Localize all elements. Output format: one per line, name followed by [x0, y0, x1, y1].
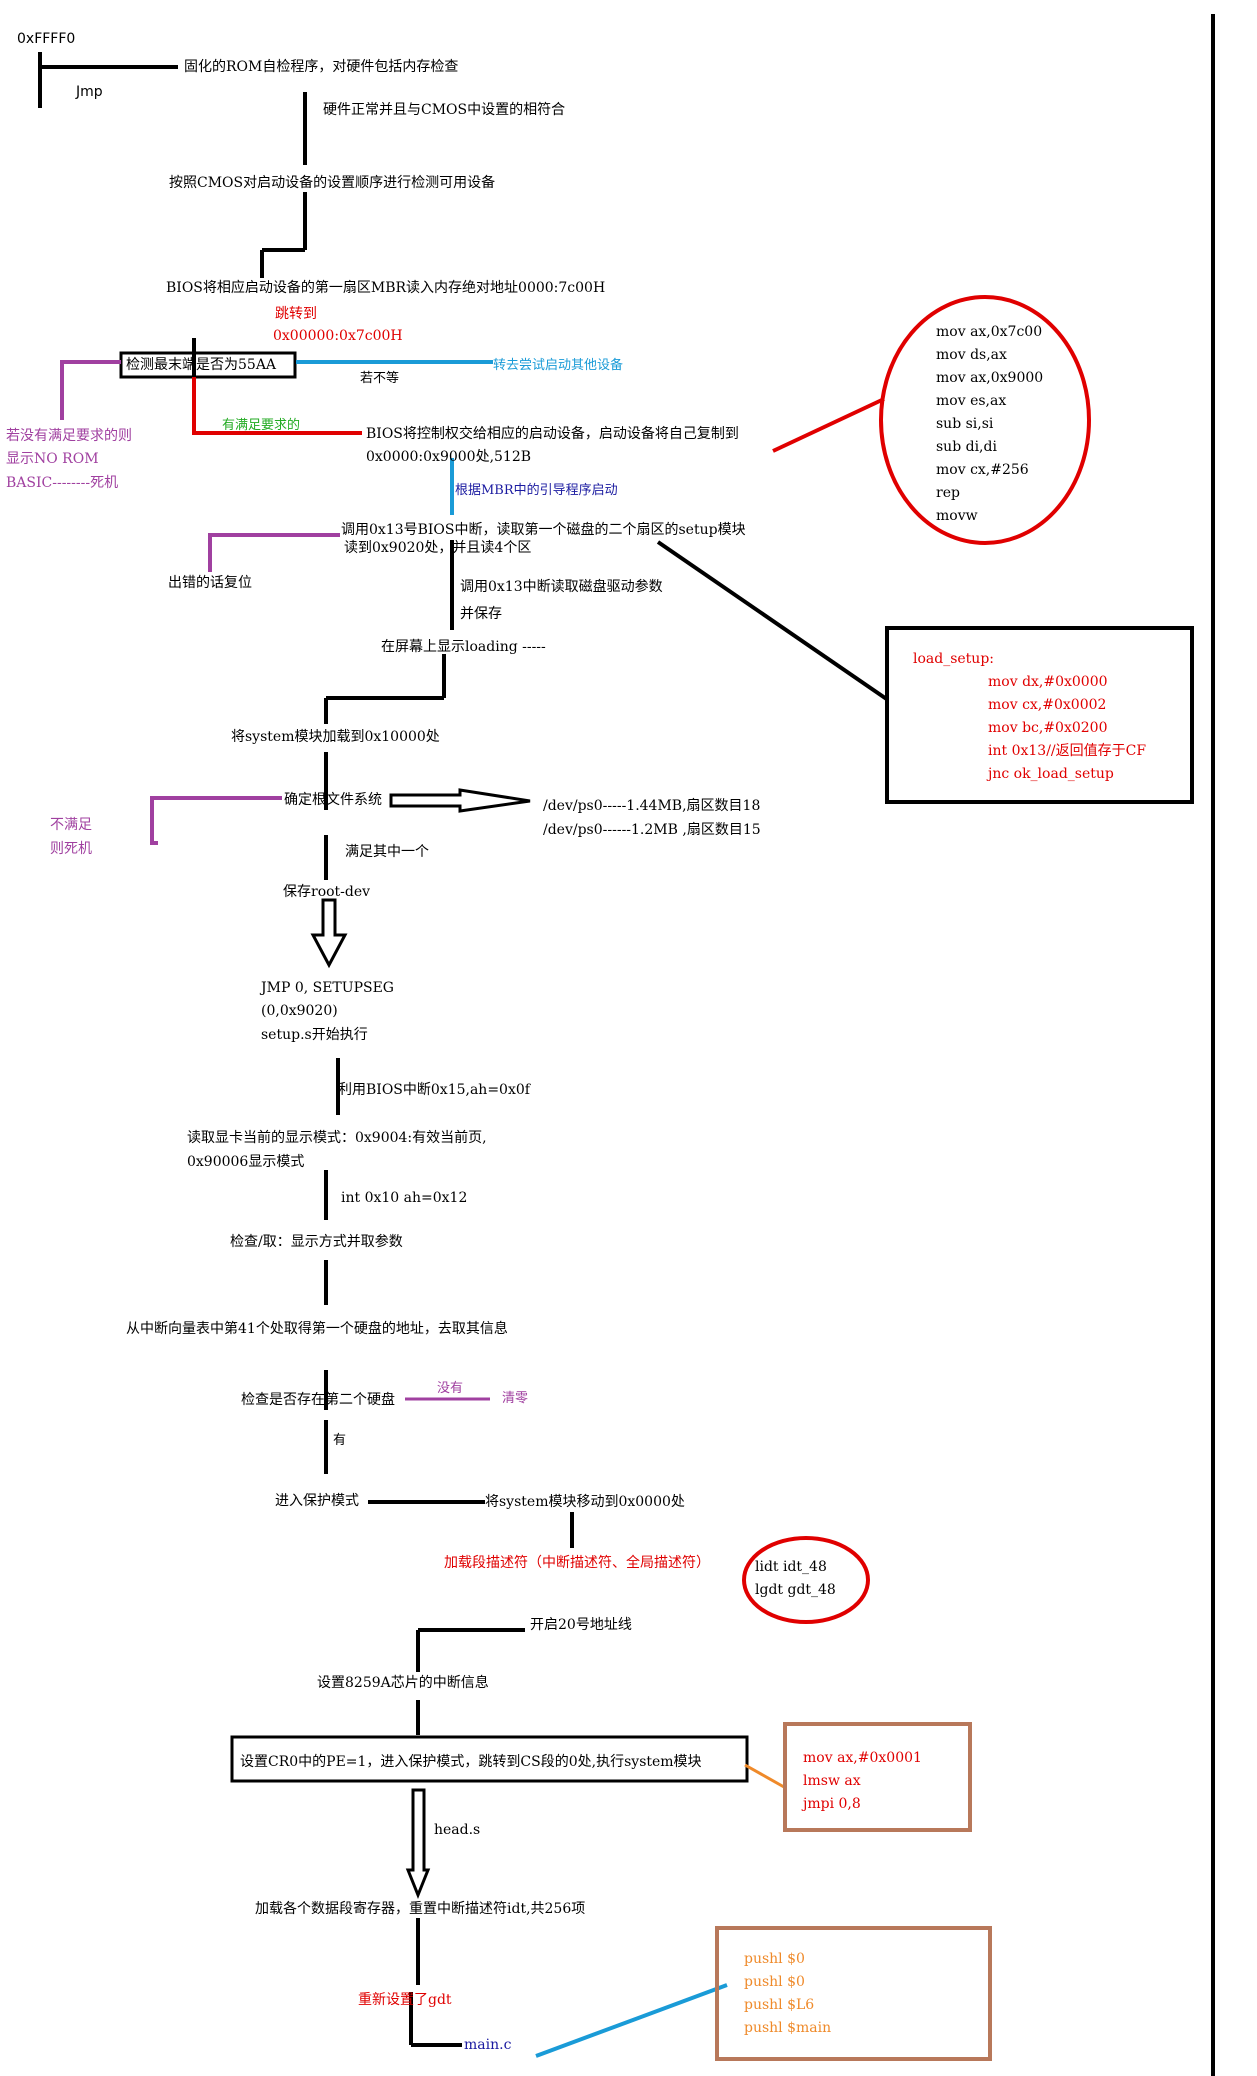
enter-protected-step: 进入保护模式 [275, 1493, 359, 1509]
gdt-line: lgdt gdt_48 [755, 1582, 836, 1598]
read-display-line-1: 读取显卡当前的显示模式：0x9004:有效当前页, [187, 1130, 487, 1146]
push-line: pushl $0 [744, 1974, 805, 1990]
load-seg-step: 加载各个数据段寄存器，重置中断描述符idt,共256项 [255, 1901, 586, 1917]
check-55aa-step: 检测最末端是否为55AA [126, 357, 277, 373]
asm-pointer-line [772, 397, 885, 453]
has-match-label: 有满足要求的 [222, 418, 301, 433]
int13-line-2: 读到0x9020处，并且读4个区 [344, 540, 532, 556]
jmp-label: Jmp [76, 84, 103, 100]
check-55aa-box [119, 351, 297, 379]
check-display-step: 检查/取：显示方式并取参数 [230, 1234, 403, 1250]
load-setup-box [885, 626, 1194, 804]
save-root-dev-step: 保存root-dev [283, 884, 371, 900]
start-address: 0xFFFF0 [17, 31, 76, 47]
push-box [715, 1926, 992, 2061]
device-option-2: /dev/ps0------1.2MB ,扇区数目15 [543, 822, 761, 838]
lmsw-pointer-line [744, 1763, 785, 1789]
not-ok-line-1: 不满足 [50, 817, 92, 833]
a20-step: 开启20号地址线 [530, 1617, 632, 1633]
jmp-setupseg-addr: (0,0x9020) [261, 1003, 338, 1019]
load-setup-line: mov cx,#0x0002 [988, 697, 1107, 713]
bios-transfer-line-2: 0x0000:0x9000处,512B [366, 449, 532, 465]
jmp-setupseg: JMP 0, SETUPSEG [261, 980, 394, 996]
setup-start-step: setup.s开始执行 [261, 1027, 368, 1043]
push-line: pushl $main [744, 2020, 832, 2036]
idt-circle [742, 1536, 870, 1624]
no-match-line-3: BASIC--------死机 [6, 475, 119, 491]
read-mbr-step: BIOS将相应启动设备的第一扇区MBR读入内存绝对地址0000:7c00H [166, 280, 606, 296]
root-fs-step: 确定根文件系统 [284, 792, 382, 808]
lmsw-box [783, 1722, 972, 1832]
asm-line: movw [936, 508, 978, 524]
bios-transfer-line-1: BIOS将控制权交给相应的启动设备，启动设备将自己复制到 [366, 426, 739, 442]
no-match-line [60, 360, 121, 420]
load-setup-line: mov bc,#0x0200 [988, 720, 1108, 736]
load-setup-line: mov dx,#0x0000 [988, 674, 1108, 690]
load-setup-label: load_setup: [913, 651, 995, 667]
push-line: pushl $0 [744, 1951, 805, 1967]
lmsw-line: jmpi 0,8 [803, 1796, 861, 1812]
asm-line: sub di,di [936, 439, 997, 455]
jump-to-label: 跳转到 [275, 306, 317, 322]
asm-line: rep [936, 485, 960, 501]
mbr-boot-label: 根据MBR中的引导程序启动 [455, 483, 618, 498]
check-disk2-step: 检查是否存在第二个硬盘 [241, 1392, 395, 1408]
disk-param-line-1: 调用0x13中断读取磁盘驱动参数 [460, 579, 663, 595]
cr0-box [230, 1735, 749, 1783]
load-desc-step: 加载段描述符（中断描述符、全局描述符） [444, 1555, 710, 1571]
move-system-step: 将system模块移动到0x0000处 [485, 1494, 685, 1510]
int10-step: int 0x10 ah=0x12 [341, 1190, 468, 1206]
error-reset-label: 出错的话复位 [168, 575, 252, 591]
has-match-line [192, 377, 362, 435]
main-c-label: main.c [464, 2037, 512, 2053]
pic-8259-step: 设置8259A芯片的中断信息 [317, 1675, 489, 1691]
push-pointer-line [535, 1983, 728, 2058]
lmsw-line: mov ax,#0x0001 [803, 1750, 922, 1766]
load-setup-line: jnc ok_load_setup [988, 766, 1114, 782]
lmsw-line: lmsw ax [803, 1773, 861, 1789]
cmos-match-step: 硬件正常并且与CMOS中设置的相符合 [323, 102, 566, 118]
hollow-arrow-right [389, 788, 531, 813]
try-other-device: 转去尝试启动其他设备 [493, 358, 624, 373]
read-display-line-2: 0x90006显示模式 [187, 1154, 305, 1170]
asm-line: mov ax,0x7c00 [936, 324, 1043, 340]
disk-param-line-2: 并保存 [460, 606, 502, 622]
detect-devices-step: 按照CMOS对启动设备的设置顺序进行检测可用设备 [169, 175, 496, 191]
asm-line: sub si,si [936, 416, 994, 432]
head-s-label: head.s [434, 1822, 481, 1838]
not-ok-line [150, 796, 282, 845]
load-system-step: 将system模块加载到0x10000处 [231, 729, 440, 745]
clear-label: 清零 [502, 1391, 529, 1406]
hollow-arrow-down-2 [405, 1788, 431, 1900]
satisfy-one-label: 满足其中一个 [345, 844, 429, 860]
load-setup-pointer-line [656, 540, 890, 702]
asm-line: mov ax,0x9000 [936, 370, 1044, 386]
asm-circle [879, 295, 1091, 545]
not-ok-line-2: 则死机 [50, 841, 92, 857]
no-disk2-label: 没有 [437, 1381, 464, 1396]
int15-step: 利用BIOS中断0x15,ah=0x0f [338, 1082, 530, 1098]
error-reset-line [208, 533, 340, 572]
hollow-arrow-down-1 [310, 898, 348, 969]
loading-step: 在屏幕上显示loading ----- [381, 639, 546, 655]
device-option-1: /dev/ps0-----1.44MB,扇区数目18 [543, 798, 761, 814]
jump-address: 0x00000:0x7c00H [273, 328, 403, 344]
rom-check-step: 固化的ROM自检程序，对硬件包括内存检查 [184, 59, 459, 75]
asm-line: mov es,ax [936, 393, 1007, 409]
reset-gdt-step: 重新设置了gdt [358, 1992, 452, 2008]
cr0-step: 设置CR0中的PE=1，进入保护模式，跳转到CS段的0处,执行system模块 [240, 1754, 702, 1770]
has-disk2-label: 有 [333, 1433, 347, 1448]
asm-line: mov ds,ax [936, 347, 1007, 363]
int41-step: 从中断向量表中第41个处取得第一个硬盘的地址，去取其信息 [126, 1321, 508, 1337]
no-match-line-1: 若没有满足要求的则 [6, 428, 132, 444]
no-match-line-2: 显示NO ROM [6, 451, 99, 467]
asm-line: mov cx,#256 [936, 462, 1029, 478]
int13-line-1: 调用0x13号BIOS中断，读取第一个磁盘的二个扇区的setup模块 [341, 522, 746, 538]
not-equal-label: 若不等 [360, 371, 400, 386]
load-setup-line: int 0x13//返回值存于CF [988, 743, 1147, 759]
black-connectors [38, 52, 574, 2047]
idt-line: lidt idt_48 [755, 1559, 827, 1575]
push-line: pushl $L6 [744, 1997, 815, 2013]
